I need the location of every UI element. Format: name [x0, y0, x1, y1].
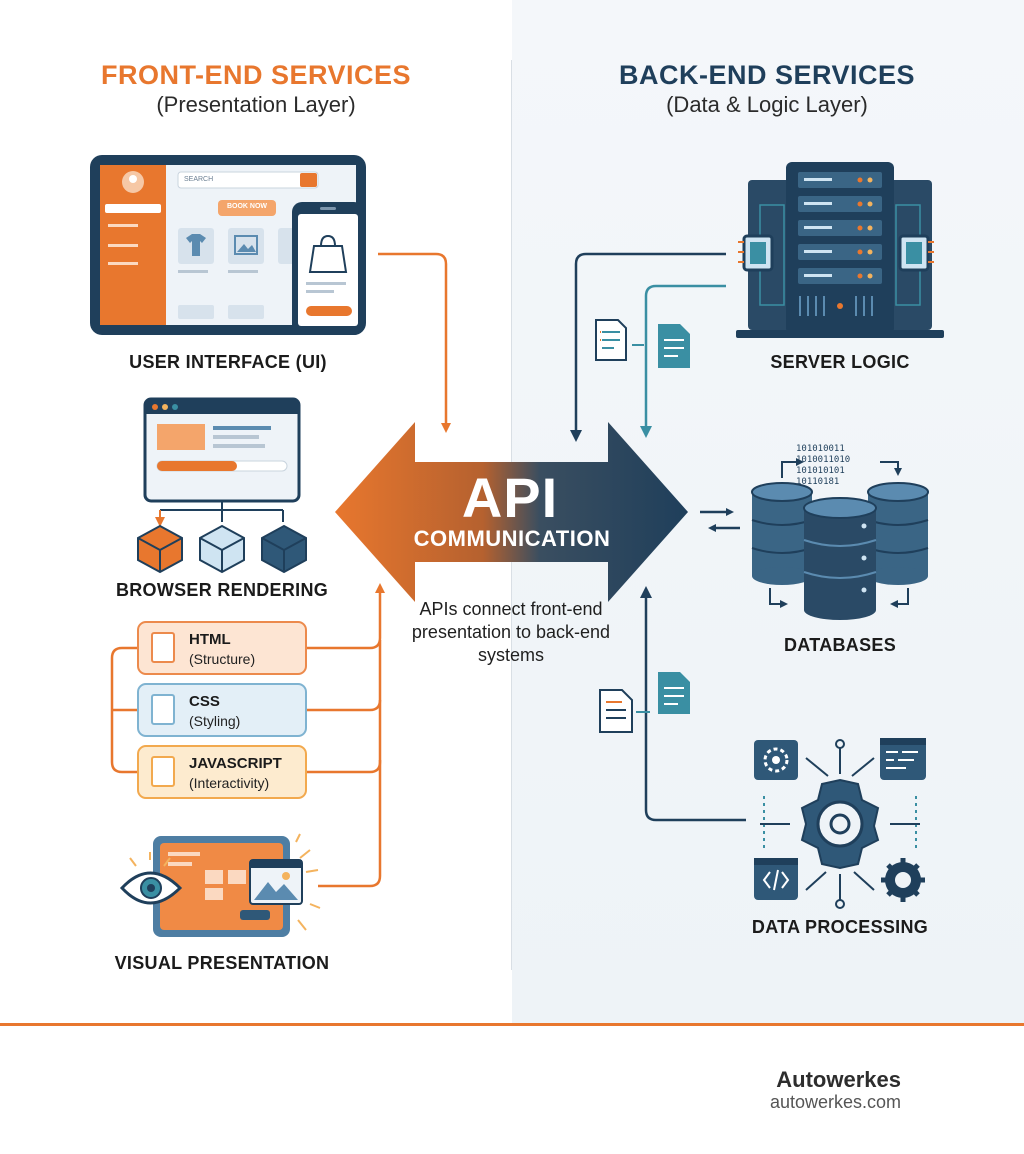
data-processing-illustration — [754, 738, 926, 909]
api-double-arrow — [335, 422, 688, 602]
html-card-desc: (Structure) — [189, 651, 256, 667]
document-icon-4 — [658, 672, 690, 714]
backend-title: BACK-END SERVICES — [618, 60, 916, 90]
ui-search-placeholder: SEARCH — [184, 176, 214, 183]
ui-to-api-connector — [378, 252, 451, 433]
visual-presentation-label: VISUAL PRESENTATION — [114, 953, 330, 973]
server-logic-label: SERVER LOGIC — [770, 352, 910, 372]
server-rack-illustration — [736, 162, 944, 338]
visual-presentation-illustration — [119, 833, 321, 937]
css-card: CSS (Styling) — [137, 683, 307, 737]
api-title: API — [461, 466, 559, 529]
code-to-api-connectors — [110, 583, 385, 888]
api-subtitle: COMMUNICATION — [413, 526, 611, 551]
javascript-card-desc: (Interactivity) — [189, 775, 270, 791]
ui-phone-illustration — [292, 202, 364, 335]
javascript-card: JAVASCRIPT (Interactivity) — [137, 745, 307, 799]
javascript-file-icon — [151, 756, 175, 787]
data-processing-label: DATA PROCESSING — [751, 917, 929, 937]
brand-url: autowerkes.com — [769, 1092, 901, 1112]
javascript-card-title: JAVASCRIPT — [189, 755, 282, 772]
binary-line: 10110181 — [796, 477, 840, 487]
document-icon-3 — [599, 689, 633, 733]
document-icon-2 — [658, 324, 690, 368]
render-cubes — [137, 501, 307, 574]
database-cylinders — [751, 458, 929, 620]
browser-rendering-label: BROWSER RENDERING — [115, 580, 329, 600]
ui-label: USER INTERFACE (UI) — [129, 352, 327, 372]
backend-subtitle: (Data & Logic Layer) — [666, 92, 868, 117]
databases-label: DATABASES — [783, 635, 897, 655]
processing-to-api-connector — [640, 586, 746, 822]
browser-window-illustration — [143, 397, 301, 503]
binary-line: 1010011010 — [796, 455, 851, 465]
css-card-title: CSS — [189, 693, 220, 710]
css-card-desc: (Styling) — [189, 713, 241, 729]
css-file-icon — [151, 694, 175, 725]
binary-data-text: 101010011 1010011010 101010101 10110181 — [796, 444, 850, 488]
diagram-graphics — [90, 155, 944, 937]
footer-divider — [0, 1023, 1024, 1026]
brand-name: Autowerkes — [776, 1067, 901, 1092]
binary-line: 101010101 — [796, 466, 845, 476]
html-file-icon — [151, 632, 175, 663]
server-to-api-connector-2 — [640, 284, 726, 438]
frontend-title: FRONT-END SERVICES — [100, 60, 412, 90]
ui-book-button: BOOK NOW — [226, 203, 268, 210]
api-note: APIs connect front-end presentation to b… — [411, 599, 611, 665]
server-to-api-connector — [570, 252, 726, 442]
html-card-title: HTML — [189, 631, 231, 648]
frontend-subtitle: (Presentation Layer) — [156, 92, 356, 117]
binary-line: 101010011 — [796, 444, 845, 454]
database-api-exchange-arrows — [700, 508, 740, 532]
document-icon — [595, 319, 627, 361]
html-card: HTML (Structure) — [137, 621, 307, 675]
